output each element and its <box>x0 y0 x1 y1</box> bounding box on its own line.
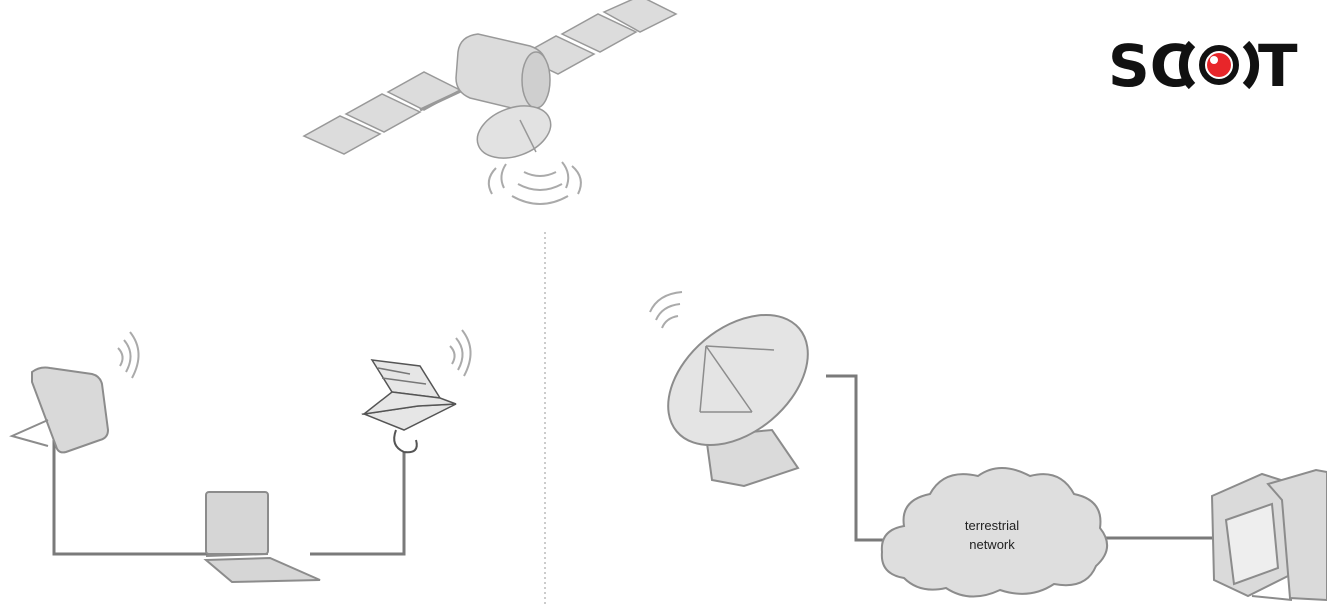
flat-panel-antenna-icon <box>12 332 139 452</box>
terrestrial-network-cloud: terrestrial network <box>882 468 1107 597</box>
cloud-label-line1: terrestrial <box>965 518 1019 533</box>
logo-text-t: T <box>1258 32 1298 100</box>
desktop-computer-icon <box>1212 470 1327 600</box>
portable-satellite-terminal-icon <box>364 330 471 452</box>
ground-station-dish-icon <box>643 289 832 486</box>
laptop-icon <box>206 492 320 582</box>
cloud-label-line2: network <box>969 537 1015 552</box>
red-eye-icon <box>1183 44 1254 86</box>
satellite-icon <box>304 0 676 204</box>
scot-logo: SC T <box>1108 32 1298 100</box>
